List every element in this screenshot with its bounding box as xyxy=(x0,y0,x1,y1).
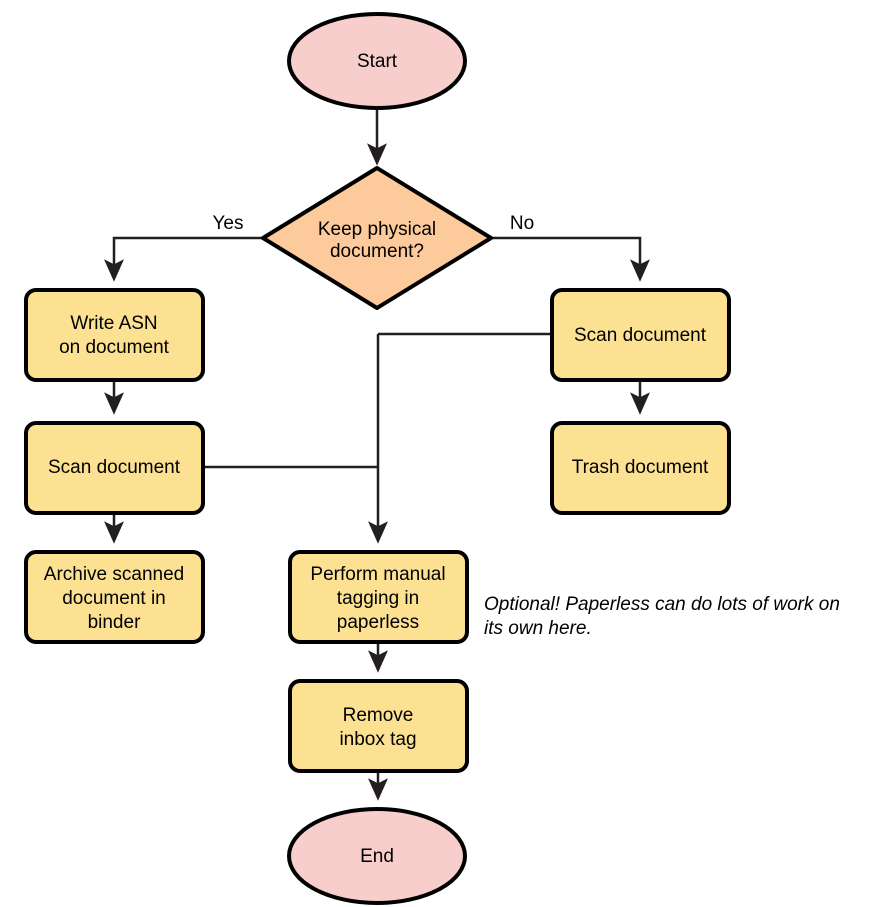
start-label: Start xyxy=(357,51,398,72)
archive-label-line2: document in xyxy=(62,588,166,609)
scan-left-rect-shape xyxy=(24,421,205,515)
node-start[interactable]: Start xyxy=(287,12,467,110)
node-end[interactable]: End xyxy=(287,807,467,905)
node-perform-manual-tagging[interactable]: Perform manual tagging in paperless xyxy=(288,550,469,644)
write-asn-label-line1: Write ASN xyxy=(70,313,157,334)
write-asn-label-line2: on document xyxy=(59,337,170,358)
node-archive-scanned-document-in-binder[interactable]: Archive scanned document in binder xyxy=(24,550,205,644)
edge-decision-no-to-scan-right xyxy=(491,236,650,282)
node-remove-inbox-tag[interactable]: Remove inbox tag xyxy=(288,679,469,773)
scan-left-label: Scan document xyxy=(48,457,181,478)
node-write-asn-on-document[interactable]: Write ASN on document xyxy=(24,288,205,382)
scan-right-rect-shape xyxy=(550,288,731,382)
decision-diamond-shape xyxy=(261,166,493,310)
node-trash-document[interactable]: Trash document xyxy=(550,421,731,515)
write-asn-rect-shape xyxy=(24,288,205,382)
edge-decision-yes-to-write-asn xyxy=(104,236,263,282)
annotation-optional-note: Optional! Paperless can do lots of work … xyxy=(484,594,840,639)
remove-inbox-label-line2: inbox tag xyxy=(339,729,416,750)
tagging-rect-shape xyxy=(288,550,469,644)
edge-label-yes: Yes xyxy=(213,213,244,234)
start-ellipse-shape xyxy=(287,12,467,110)
archive-label-line3: binder xyxy=(88,612,141,633)
archive-label-line1: Archive scanned xyxy=(44,564,184,585)
decision-label-line2: document? xyxy=(330,241,424,262)
trash-rect-shape xyxy=(550,421,731,515)
end-ellipse-shape xyxy=(287,807,467,905)
tagging-label-line3: paperless xyxy=(337,612,419,633)
optional-note-line2: its own here. xyxy=(484,618,592,639)
edge-label-no: No xyxy=(510,213,534,234)
decision-label-line1: Keep physical xyxy=(318,219,436,240)
node-decision-keep-physical-document[interactable]: Keep physical document? xyxy=(261,166,493,310)
scan-right-label: Scan document xyxy=(574,325,707,346)
trash-label: Trash document xyxy=(572,457,709,478)
node-scan-document-right[interactable]: Scan document xyxy=(550,288,731,382)
remove-inbox-label-line1: Remove xyxy=(343,705,414,726)
archive-rect-shape xyxy=(24,550,205,644)
tagging-label-line2: tagging in xyxy=(337,588,419,609)
remove-inbox-rect-shape xyxy=(288,679,469,773)
optional-note-line1: Optional! Paperless can do lots of work … xyxy=(484,594,840,615)
tagging-label-line1: Perform manual xyxy=(310,564,445,585)
end-label: End xyxy=(360,846,394,867)
node-scan-document-left[interactable]: Scan document xyxy=(24,421,205,515)
